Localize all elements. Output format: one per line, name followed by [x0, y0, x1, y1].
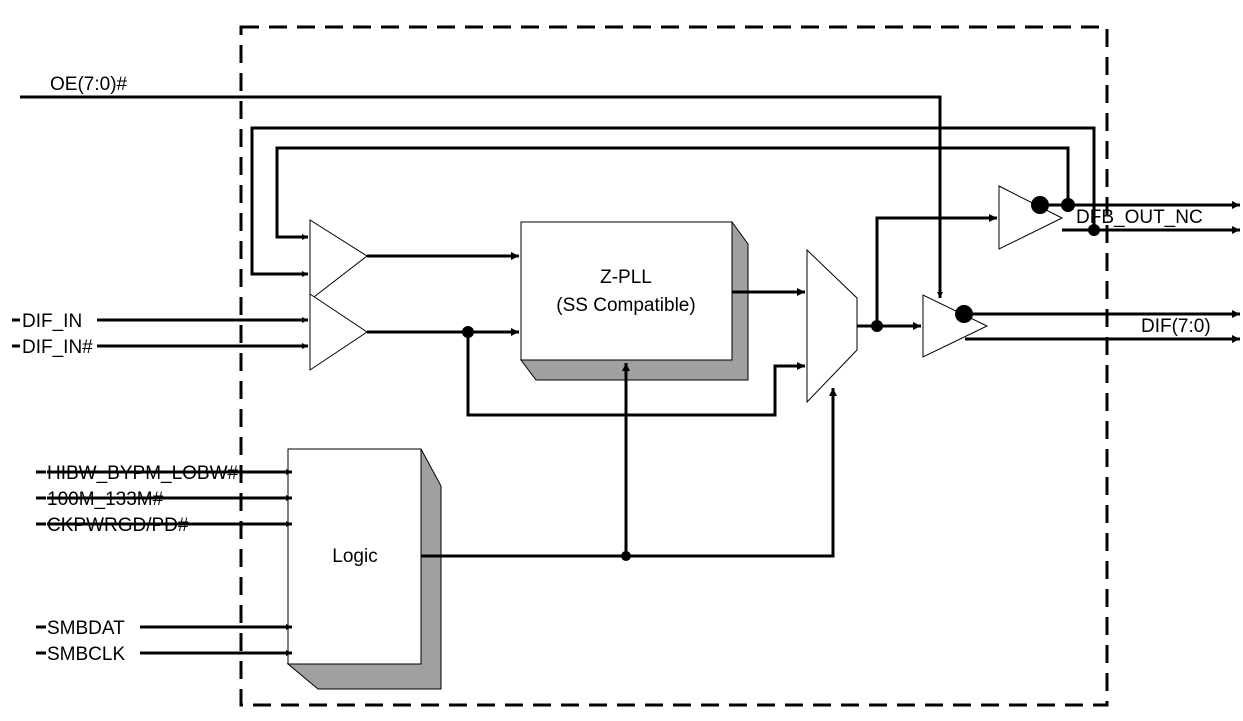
feedback-wire-inner — [275, 146, 1070, 240]
junction-dot — [871, 320, 883, 332]
smbclk-label: SMBCLK — [47, 644, 125, 665]
logic-label: Logic — [332, 546, 377, 567]
chip-boundary — [239, 25, 1109, 707]
dfb-invert-bubble — [1031, 196, 1049, 214]
logic-to-mux-wire — [421, 388, 837, 558]
clock-mux — [806, 248, 858, 404]
ckpwrgd-label: CKPWRGD/PD# — [47, 515, 189, 536]
junction-dot — [621, 551, 631, 561]
feedback-wire-outer — [250, 126, 1096, 277]
pll-box — [520, 221, 733, 361]
dif-input-buffer — [309, 293, 368, 371]
oe-label: OE(7:0)# — [50, 74, 128, 95]
dif-invert-bubble — [955, 305, 973, 323]
pll-title: Z-PLL — [600, 267, 652, 288]
feedback-input-buffer — [309, 219, 368, 302]
junction-dot — [462, 326, 474, 338]
smbdat-label: SMBDAT — [47, 618, 125, 639]
junction-dot — [1061, 198, 1075, 212]
freq-sel-label: 100M_133M# — [47, 489, 164, 510]
dfb-out-label: DFB_OUT_NC — [1076, 207, 1203, 228]
logic-box — [287, 448, 422, 665]
dif-output-buffer — [922, 294, 989, 358]
dif-out-label: DIF(7:0) — [1141, 316, 1211, 337]
pll-block: Z-PLL (SS Compatible) — [520, 220, 749, 381]
oe-wire — [20, 95, 943, 298]
pll-subtitle: (SS Compatible) — [556, 295, 695, 316]
junction-dot — [1088, 224, 1100, 236]
logic-block: Logic — [286, 448, 442, 690]
dfb-output-buffer — [998, 185, 1064, 250]
dif-in-n-label: DIF_IN# — [22, 337, 93, 358]
hibw-label: HIBW_BYPM_LOBW# — [47, 463, 239, 484]
bypass-wire — [466, 332, 805, 417]
dif-in-label: DIF_IN — [22, 311, 82, 332]
mux-to-dfb-wire — [875, 214, 997, 326]
